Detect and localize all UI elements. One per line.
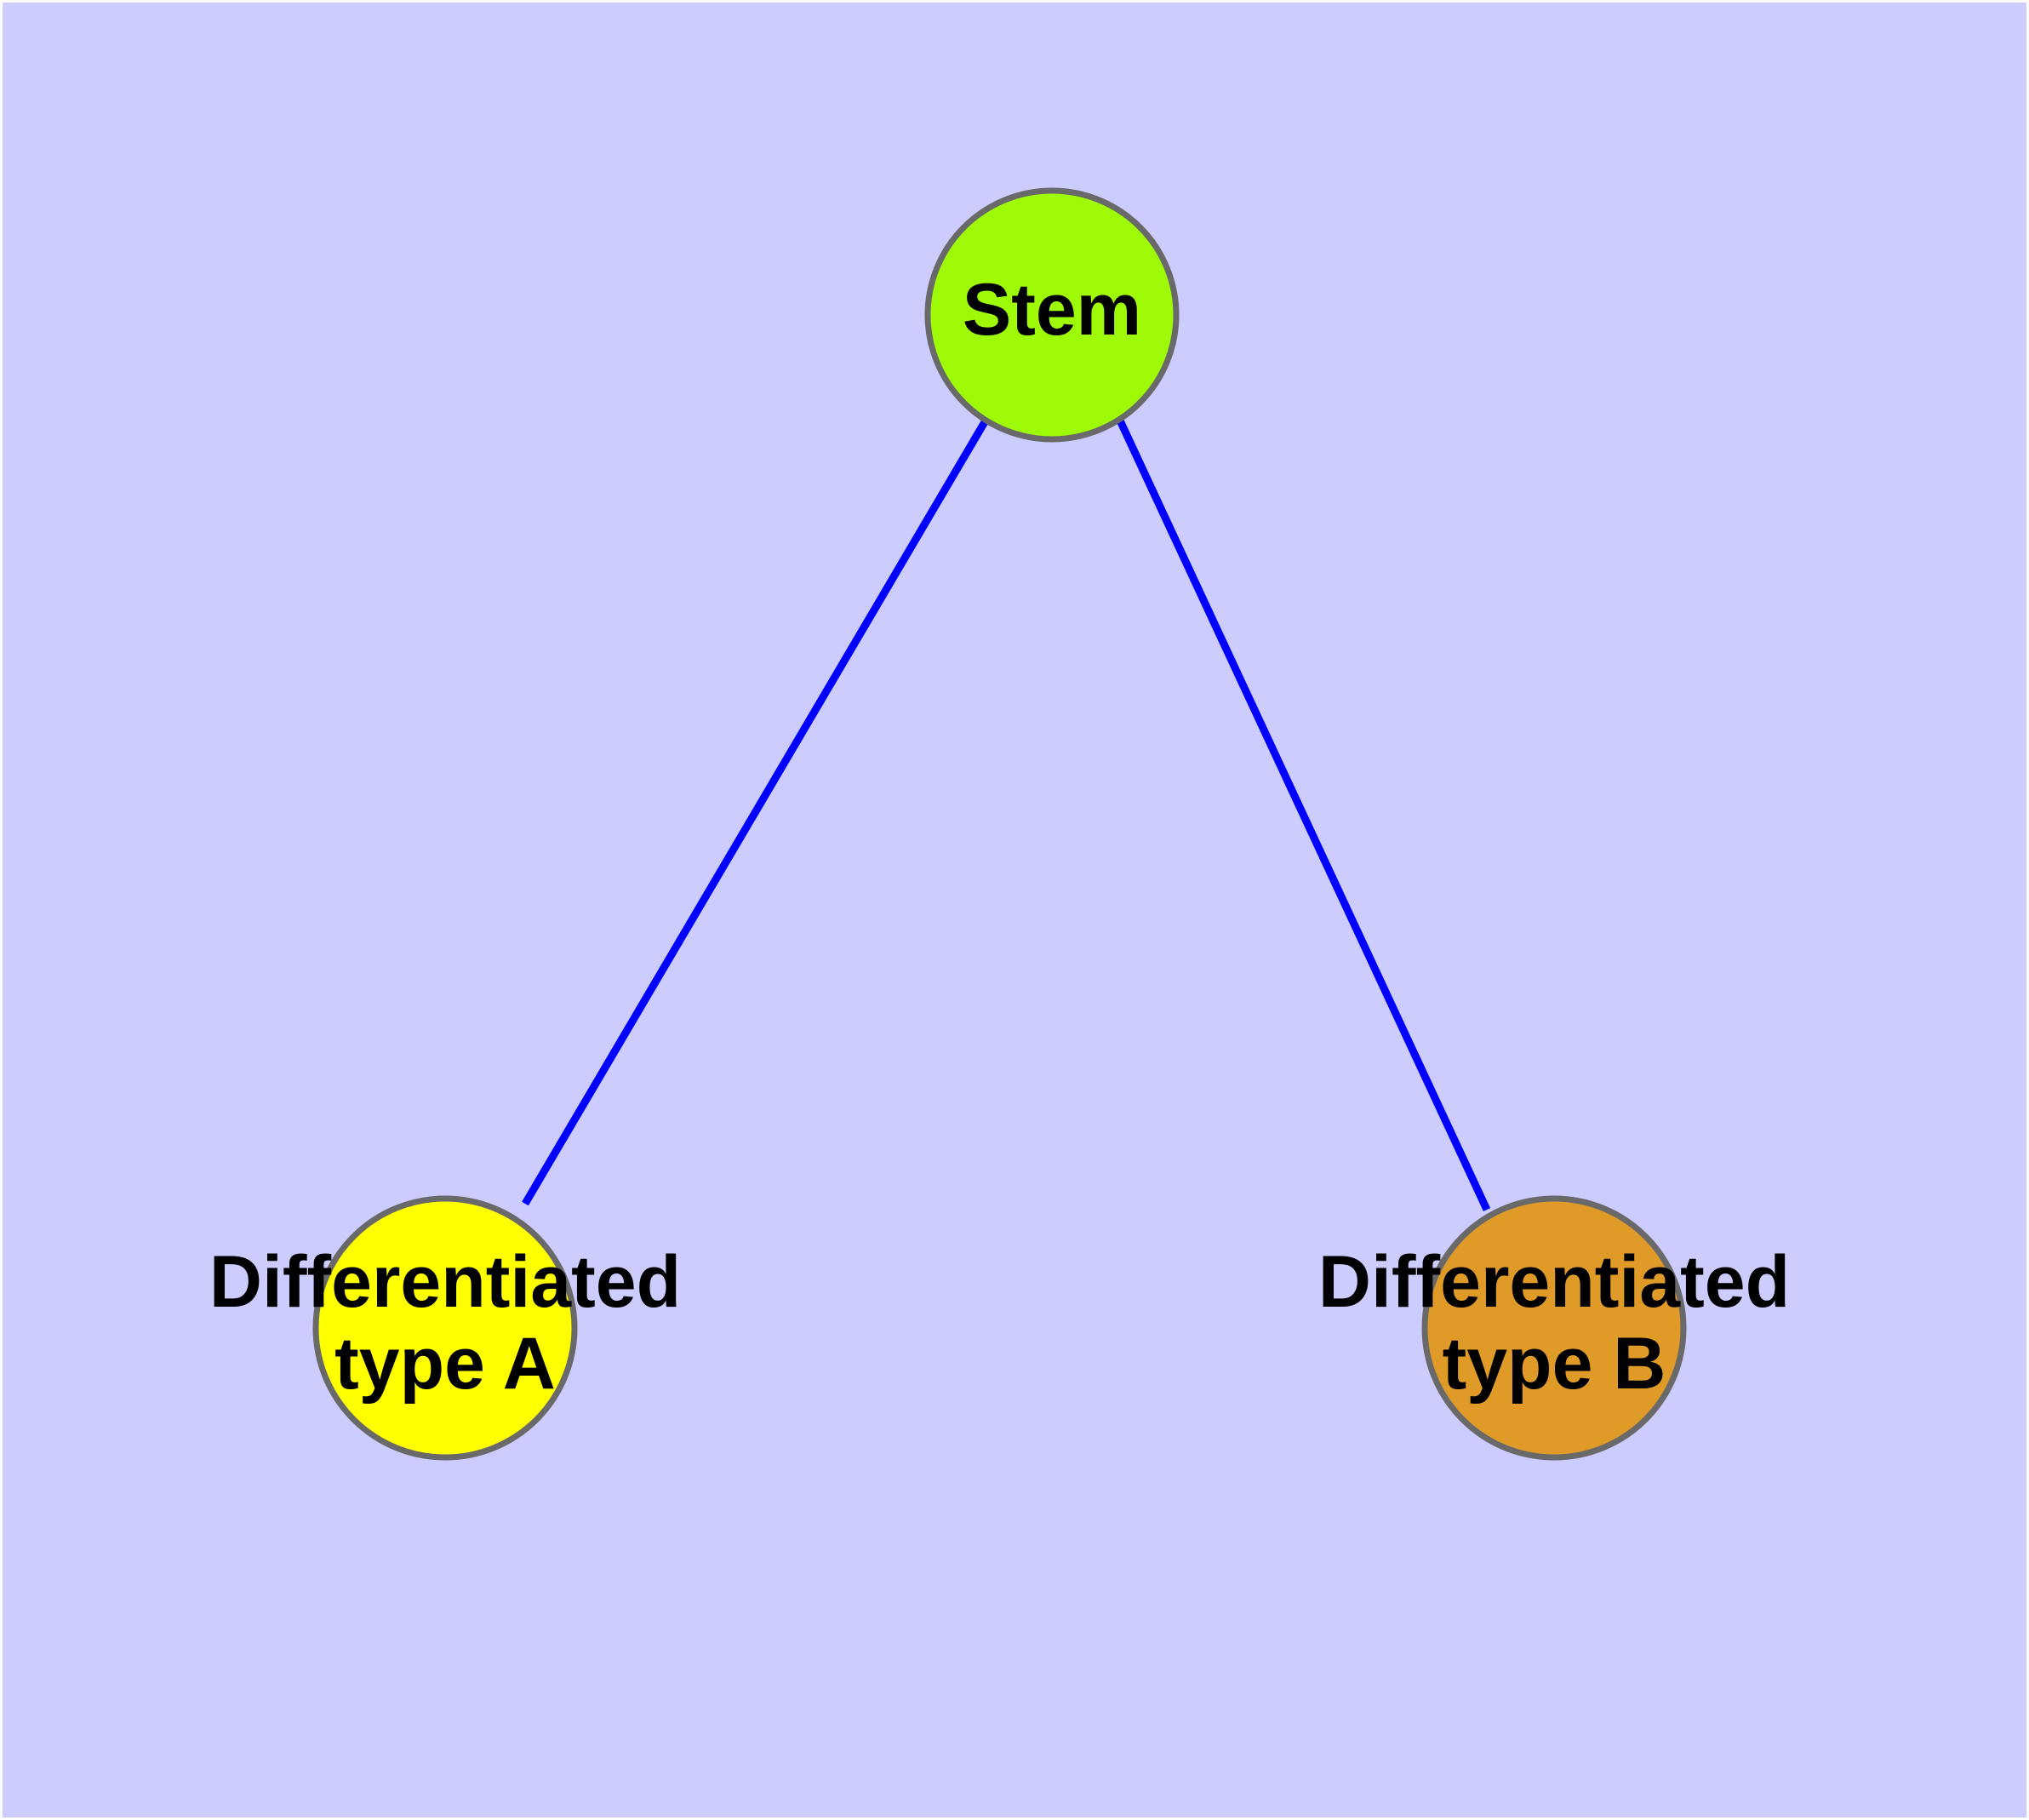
nodes-layer — [312, 187, 1687, 1461]
node-label-line: Differentiated — [209, 1241, 681, 1323]
node-diff_b[interactable] — [1421, 1195, 1687, 1461]
node-label-line: Stem — [963, 269, 1141, 351]
edges-layer — [522, 418, 1491, 1211]
node-label-stem: Stem — [963, 269, 1141, 351]
edge-stem-to-diff-b[interactable] — [1116, 419, 1491, 1211]
node-stem[interactable] — [924, 187, 1180, 443]
node-label-line: Differentiated — [1318, 1241, 1790, 1323]
node-label-line: type B — [1443, 1323, 1666, 1405]
edge-stem-to-diff-a[interactable] — [522, 418, 989, 1206]
node-label-line: type A — [334, 1323, 556, 1405]
node-diff_a[interactable] — [312, 1195, 578, 1461]
